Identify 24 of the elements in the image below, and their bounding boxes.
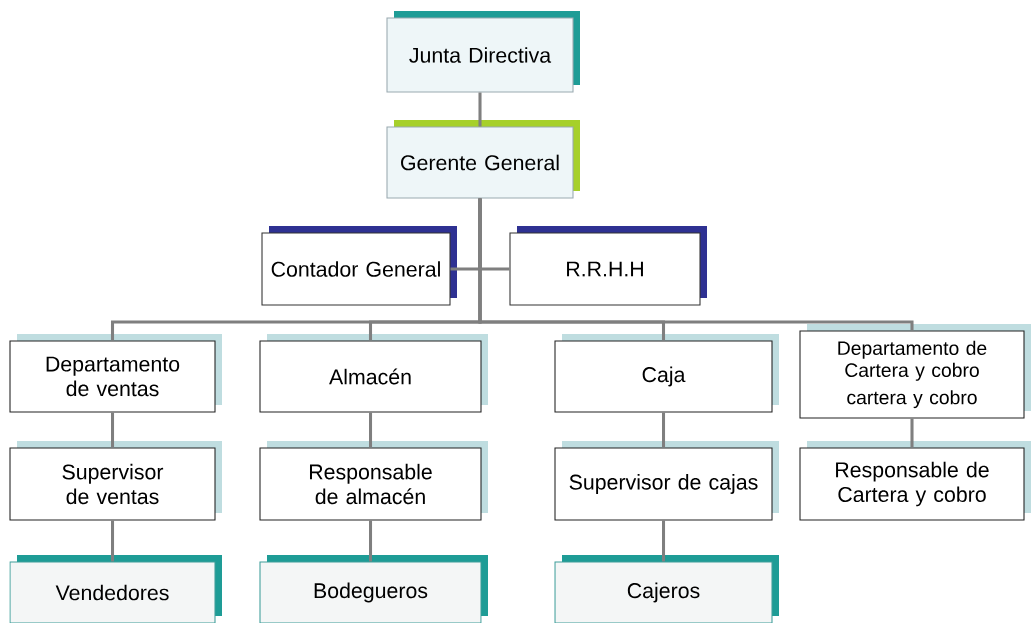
- connector-line: [661, 412, 666, 448]
- org-box: Supervisor de ventas: [9, 441, 222, 521]
- org-box: R.R.H.H: [509, 226, 707, 306]
- org-box: Responsable de Cartera y cobro: [799, 441, 1031, 521]
- connector-line: [368, 412, 373, 448]
- connector-line: [661, 520, 666, 562]
- org-box: Responsable de almacén: [259, 441, 488, 521]
- connector-line: [368, 520, 373, 562]
- org-box: Contador General: [261, 226, 457, 306]
- org-box: Almacén: [259, 334, 488, 413]
- connector-line: [910, 418, 914, 448]
- org-box: Supervisor de cajas: [554, 441, 779, 521]
- org-box: Departamento de ventas: [9, 334, 222, 413]
- org-box: Caja: [554, 334, 779, 413]
- connector-line: [478, 92, 482, 127]
- connector-line: [110, 520, 115, 562]
- org-box: Junta Directiva: [386, 11, 580, 93]
- connector-line: [110, 412, 115, 448]
- connector-line: [478, 198, 914, 331]
- org-box: Gerente General: [386, 120, 580, 199]
- org-box: Departamento de Cartera y cobro cartera y cobro: [799, 324, 1031, 419]
- org-box: Bodegueros: [259, 555, 488, 623]
- org-box: Vendedores: [9, 555, 222, 623]
- org-box: Cajeros: [554, 555, 779, 623]
